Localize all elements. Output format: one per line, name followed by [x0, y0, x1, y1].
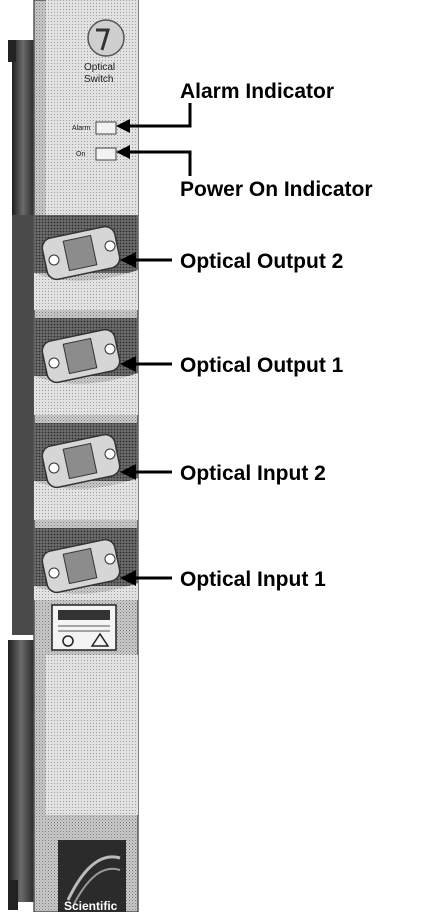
top-logo-icon: [87, 19, 125, 57]
connector-arrowheads: [120, 252, 136, 586]
callout-optical-input-2: Optical Input 2: [180, 462, 326, 485]
connector-arrows: [132, 258, 172, 580]
laser-warning-label: [51, 604, 117, 651]
callout-arrowheads: [116, 119, 130, 159]
power-led: On: [76, 147, 117, 161]
optical-input-2-connector: [34, 423, 138, 520]
alarm-led: Alarm: [72, 121, 117, 135]
callout-lines: [126, 103, 192, 176]
panel-title-line1: Optical: [84, 62, 115, 73]
alarm-led-label: Alarm: [72, 125, 90, 132]
callout-optical-input-1: Optical Input 1: [180, 568, 326, 591]
callout-alarm-indicator: Alarm Indicator: [180, 80, 334, 103]
alarm-arrow-icon: [116, 119, 130, 133]
callout-optical-output-1: Optical Output 1: [180, 354, 344, 377]
callout-optical-output-2: Optical Output 2: [180, 250, 343, 273]
card-rail: [8, 40, 34, 910]
panel-title-line2: Switch: [84, 74, 113, 85]
lower-panel: [46, 655, 138, 815]
output1-arrow-icon: [120, 356, 136, 372]
optical-input-1-connector: [34, 528, 138, 600]
power-arrow-icon: [116, 145, 130, 159]
callout-power-on-indicator: Power On Indicator: [180, 178, 373, 201]
output2-arrow-icon: [120, 252, 136, 268]
optical-output-1-connector: [34, 318, 138, 415]
optical-output-2-connector: [34, 215, 138, 310]
logo-text: Scientific: [64, 899, 118, 912]
input2-arrow-icon: [120, 464, 136, 480]
power-led-label: On: [76, 151, 85, 158]
bottom-logo-icon: Scientific: [58, 840, 126, 912]
input1-arrow-icon: [120, 570, 136, 586]
